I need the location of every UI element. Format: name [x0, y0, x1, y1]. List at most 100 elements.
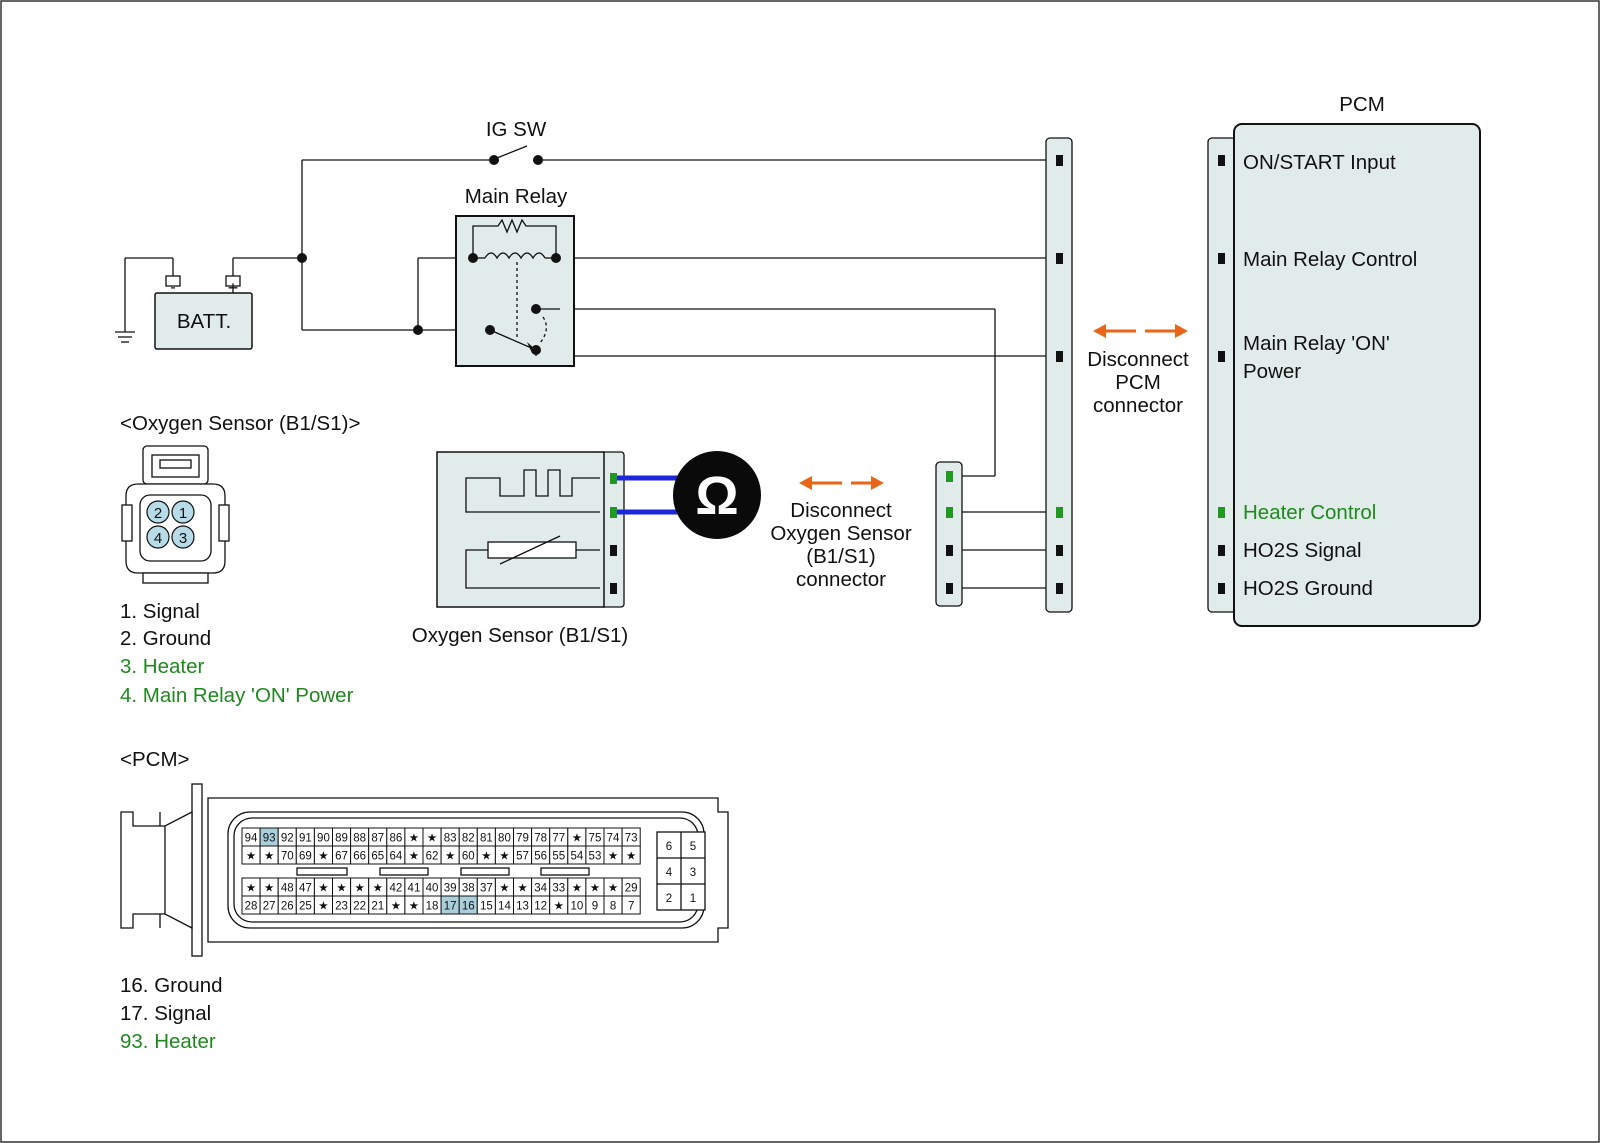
- pcm-pin-label: ★: [391, 901, 401, 913]
- pcm-pin-label: 91: [299, 833, 312, 845]
- pcm-pin-label: 25: [299, 901, 312, 913]
- pcm-pin-label: 13: [516, 901, 529, 913]
- pcm-small-pin-label: 6: [666, 841, 672, 853]
- pcm-pin-label: ★: [572, 883, 582, 895]
- pcm-pin-label: 93: [263, 833, 276, 845]
- pcm-small-pin-label: 2: [666, 893, 672, 905]
- disconnect-pcm-line1: Disconnect: [1087, 348, 1189, 371]
- pcm-pin-label: ★: [409, 901, 419, 913]
- pcm-legend-16: 16. Ground: [120, 974, 223, 997]
- pcm-pin-label: 62: [426, 851, 439, 863]
- pcm-pin-label: ★: [608, 851, 618, 863]
- pcm-pin-label: 23: [335, 901, 348, 913]
- pcm-small-pin-label: 4: [666, 867, 673, 879]
- pcm-pin-label: 70: [281, 851, 294, 863]
- pcm-pin-label: 86: [389, 833, 402, 845]
- pcm-pin-label: ★: [626, 851, 636, 863]
- pcm-pin-label: 26: [281, 901, 294, 913]
- pcm-pin-label: ★: [373, 883, 383, 895]
- pcm-pin-label: 7: [628, 901, 634, 913]
- pcm-module: PCM ON/START Input Main Relay Control Ma…: [1207, 93, 1481, 627]
- pcm-pin-label: 15: [480, 901, 493, 913]
- pcm-small-pin-label: 3: [690, 867, 696, 879]
- pcm-pin-label: 78: [534, 833, 547, 845]
- pcm-pin-label: 82: [462, 833, 475, 845]
- disconnect-sensor-line3: (B1/S1): [806, 545, 876, 568]
- pcm-legend-17: 17. Signal: [120, 1002, 211, 1025]
- pcm-pin-label: 67: [335, 851, 348, 863]
- pcm-pin-label: ★: [409, 851, 419, 863]
- pcm-pin-label: 89: [335, 833, 348, 845]
- pcm-pin-label: 56: [534, 851, 547, 863]
- sensor-harness-connector: [935, 461, 963, 607]
- oxygen-sensor-caption: Oxygen Sensor (B1/S1): [412, 624, 629, 647]
- pcm-pin-label: 42: [389, 883, 402, 895]
- pcm-pin-ho2s-signal: HO2S Signal: [1243, 539, 1362, 562]
- main-relay: Main Relay: [455, 185, 575, 367]
- pcm-pin-label: 17: [444, 901, 457, 913]
- pcm-pin-label: 87: [371, 833, 384, 845]
- pcm-pin-label: ★: [246, 883, 256, 895]
- pcm-pin-label: ★: [264, 883, 274, 895]
- pcm-pin-label: 37: [480, 883, 493, 895]
- oxygen-sensor: Oxygen Sensor (B1/S1): [412, 451, 629, 647]
- pcm-pin-label: ★: [354, 883, 364, 895]
- pcm-pin-label: 53: [589, 851, 602, 863]
- wires: [115, 145, 1059, 589]
- pcm-pin-label: 28: [245, 901, 258, 913]
- pcm-pin-label: 39: [444, 883, 457, 895]
- oxygen-legend-3: 3. Heater: [120, 655, 204, 678]
- pcm-pin-label: 40: [426, 883, 439, 895]
- oxygen-pin-3: 3: [179, 530, 187, 547]
- pcm-pin-label: 94: [245, 833, 258, 845]
- pcm-pin-label: 90: [317, 833, 330, 845]
- disconnect-sensor-line4: connector: [796, 568, 886, 591]
- pcm-pin-ho2s-ground: HO2S Ground: [1243, 577, 1373, 600]
- pcm-pin-label: ★: [318, 851, 328, 863]
- oxygen-pin-1: 1: [179, 505, 187, 522]
- pcm-pin-heater-control: Heater Control: [1243, 501, 1376, 524]
- pcm-pin-label: 9: [592, 901, 598, 913]
- disconnect-pcm-note: Disconnect PCM connector: [1087, 324, 1189, 417]
- pcm-pin-label: 88: [353, 833, 366, 845]
- pcm-pin-label: 79: [516, 833, 529, 845]
- pcm-pin-label: 29: [625, 883, 638, 895]
- pcm-pin-label: 14: [498, 901, 511, 913]
- pcm-pin-label: 83: [444, 833, 457, 845]
- pcm-pin-label: 77: [552, 833, 565, 845]
- oxygen-legend-1: 1. Signal: [120, 600, 200, 623]
- pcm-pin-label: ★: [318, 883, 328, 895]
- pcm-pin-label: 8: [610, 901, 616, 913]
- pcm-pin-label: 41: [408, 883, 421, 895]
- pcm-harness-connector: [1045, 137, 1073, 613]
- oxygen-legend-2: 2. Ground: [120, 627, 211, 650]
- pcm-pin-label: 80: [498, 833, 511, 845]
- pcm-pin-label: ★: [590, 883, 600, 895]
- oxygen-pin-4: 4: [154, 530, 162, 547]
- pcm-pin-label: ★: [246, 851, 256, 863]
- pcm-pin-label: 47: [299, 883, 312, 895]
- oxygen-connector-title: <Oxygen Sensor (B1/S1)>: [120, 412, 360, 435]
- pcm-small-pin-label: 1: [690, 893, 696, 905]
- pcm-pin-label: 92: [281, 833, 294, 845]
- pcm-pin-main-relay-control: Main Relay Control: [1243, 248, 1417, 271]
- pcm-pin-on-start: ON/START Input: [1243, 151, 1396, 174]
- pcm-pin-label: ★: [445, 851, 455, 863]
- pcm-pin-main-relay-on-power-2: Power: [1243, 360, 1301, 383]
- pcm-pin-label: 69: [299, 851, 312, 863]
- pcm-pin-label: 55: [552, 851, 565, 863]
- ig-sw-label: IG SW: [486, 118, 547, 141]
- pcm-pin-label: ★: [499, 851, 509, 863]
- pcm-legend-93: 93. Heater: [120, 1030, 216, 1053]
- ohmmeter: Ω: [617, 451, 761, 539]
- pcm-pin-label: 12: [534, 901, 547, 913]
- pcm-pin-label: ★: [608, 883, 618, 895]
- pcm-pin-label: 60: [462, 851, 475, 863]
- battery-neg-label: -: [170, 279, 175, 296]
- pcm-pin-label: 81: [480, 833, 493, 845]
- disconnect-sensor-line2: Oxygen Sensor: [770, 522, 911, 545]
- pcm-pin-label: ★: [554, 901, 564, 913]
- pcm-pin-label: 21: [371, 901, 384, 913]
